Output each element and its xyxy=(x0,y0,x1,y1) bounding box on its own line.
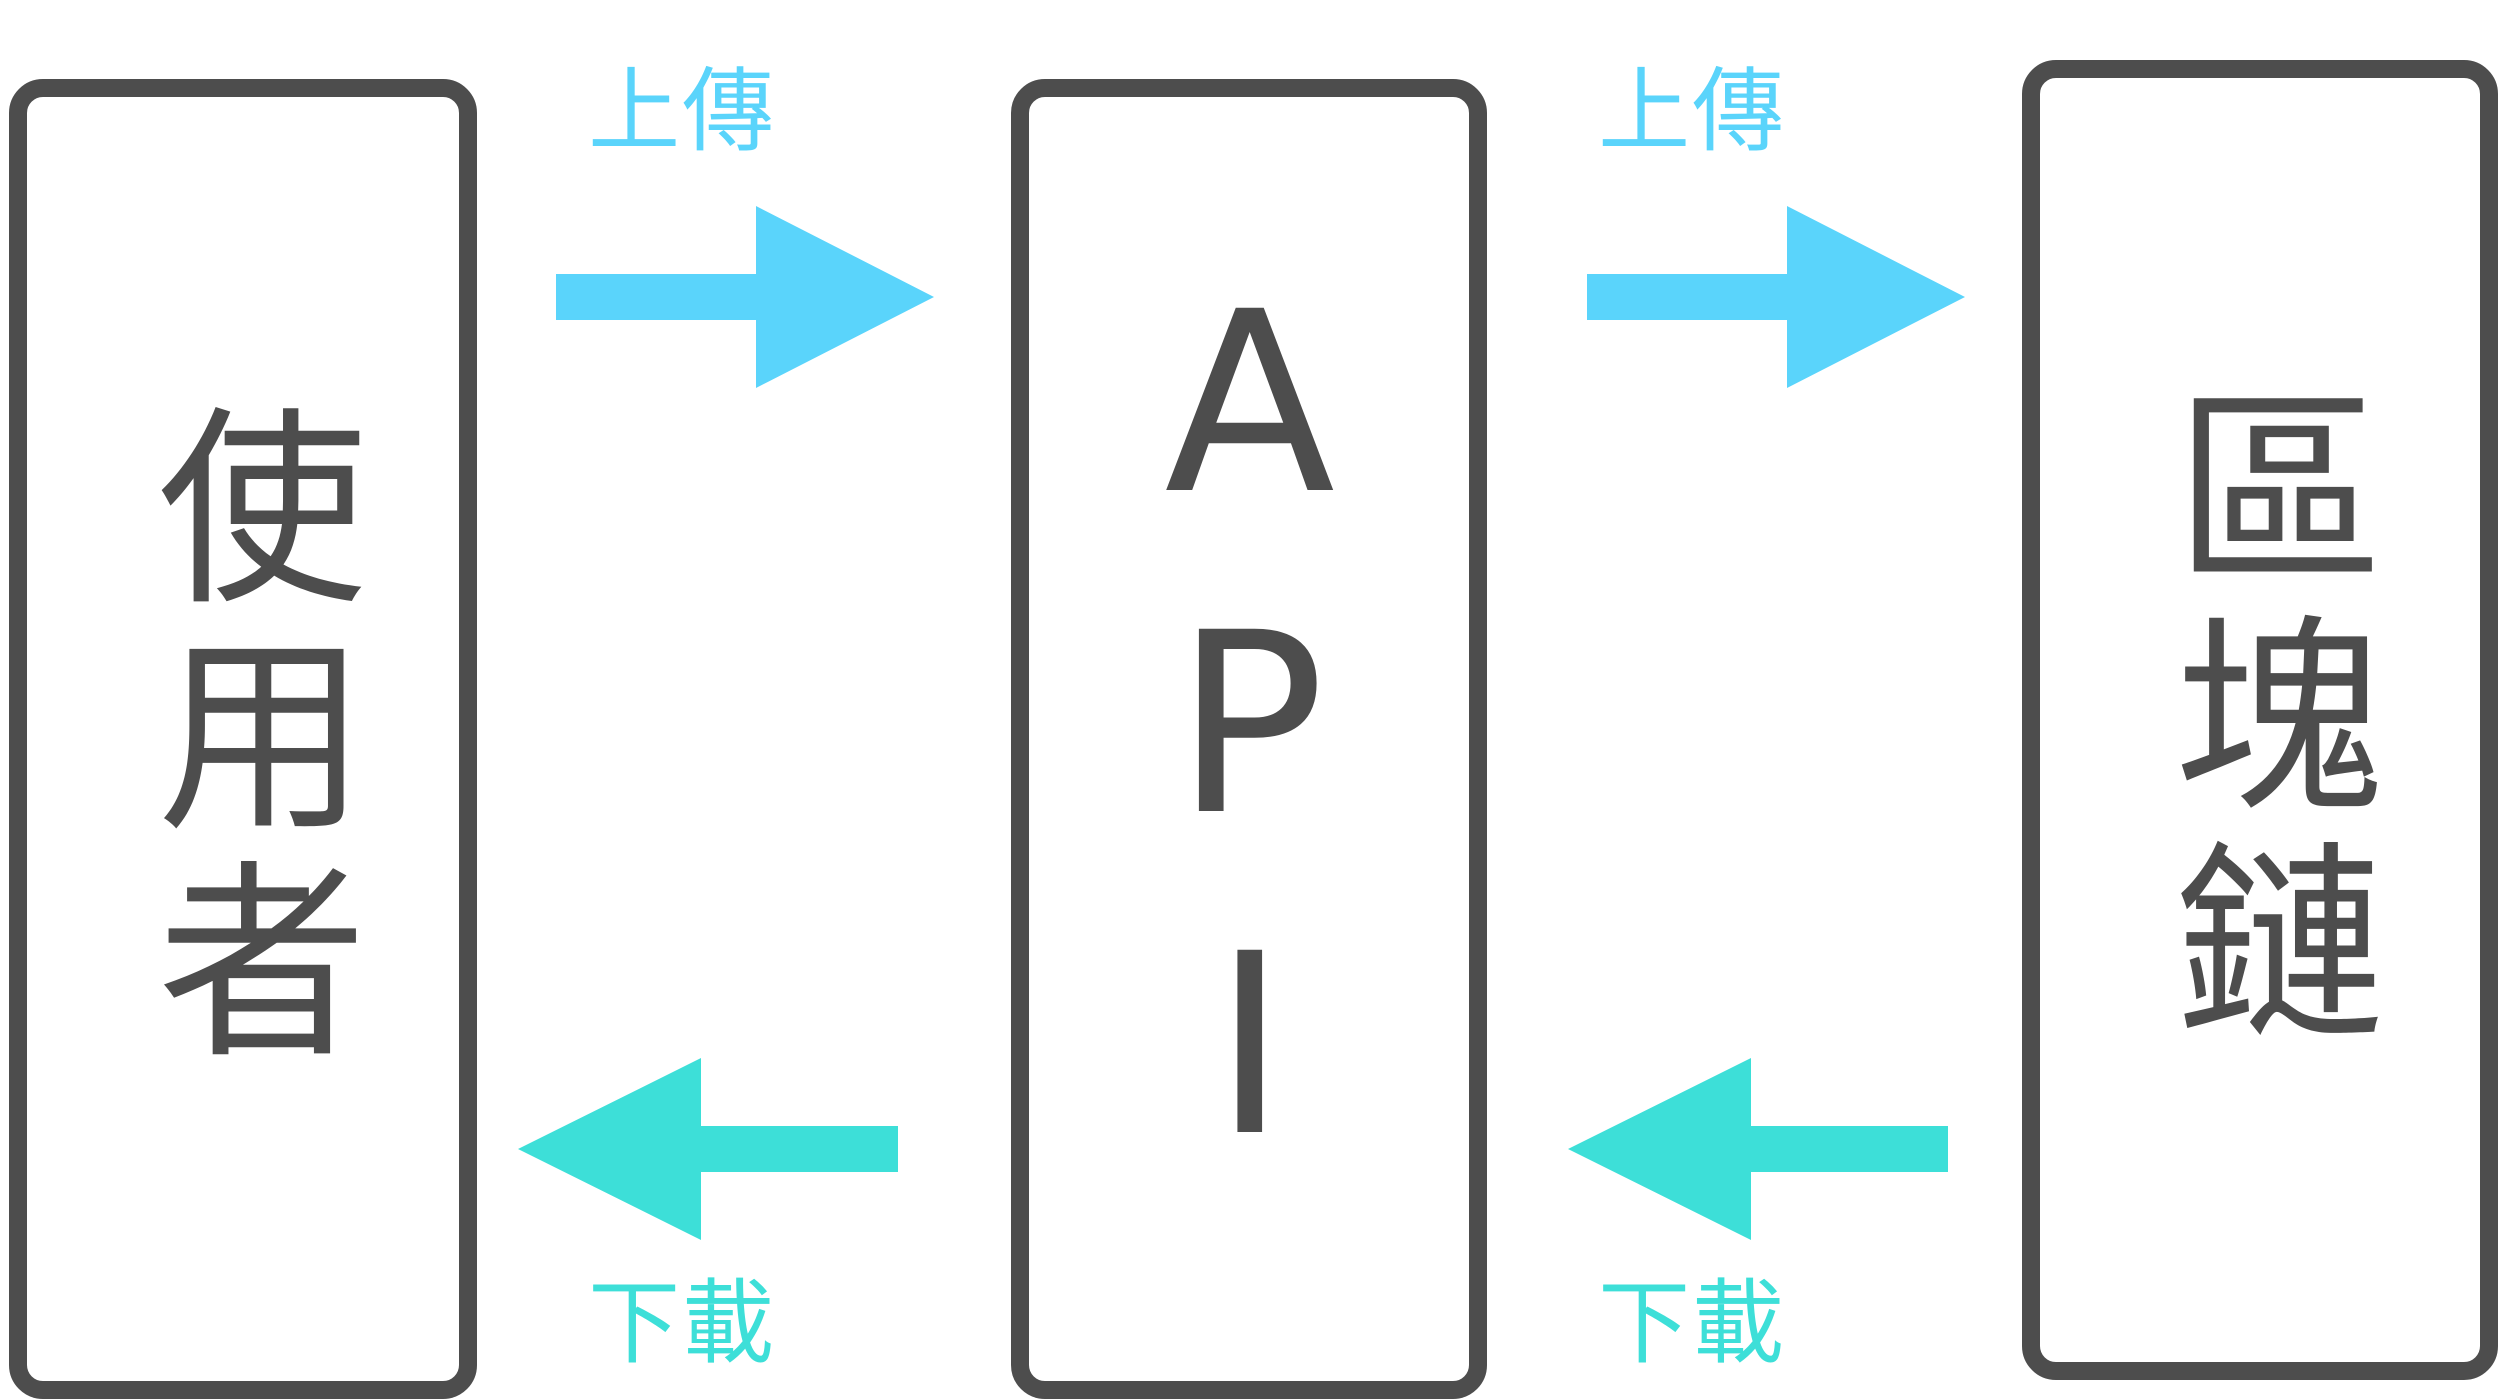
blockchain-node-label: 區塊鏈 xyxy=(2138,379,2384,1061)
api-node-label: API xyxy=(1104,257,1396,1221)
user-node-label: 使用者 xyxy=(121,398,367,1080)
upload-arrow-2 xyxy=(1587,202,1967,392)
user-node: 使用者 xyxy=(9,79,477,1399)
download-arrow-2 xyxy=(1568,1054,1948,1244)
blockchain-node: 區塊鏈 xyxy=(2022,60,2498,1380)
upload-arrow-1 xyxy=(556,202,936,392)
upload-label-2: 上傳 xyxy=(1598,58,1786,165)
download-label-2: 下載 xyxy=(1598,1270,1786,1377)
upload-label-1: 上傳 xyxy=(588,58,776,165)
api-node: API xyxy=(1011,79,1487,1399)
download-arrow-1 xyxy=(518,1054,898,1244)
download-label-1: 下載 xyxy=(588,1270,776,1377)
